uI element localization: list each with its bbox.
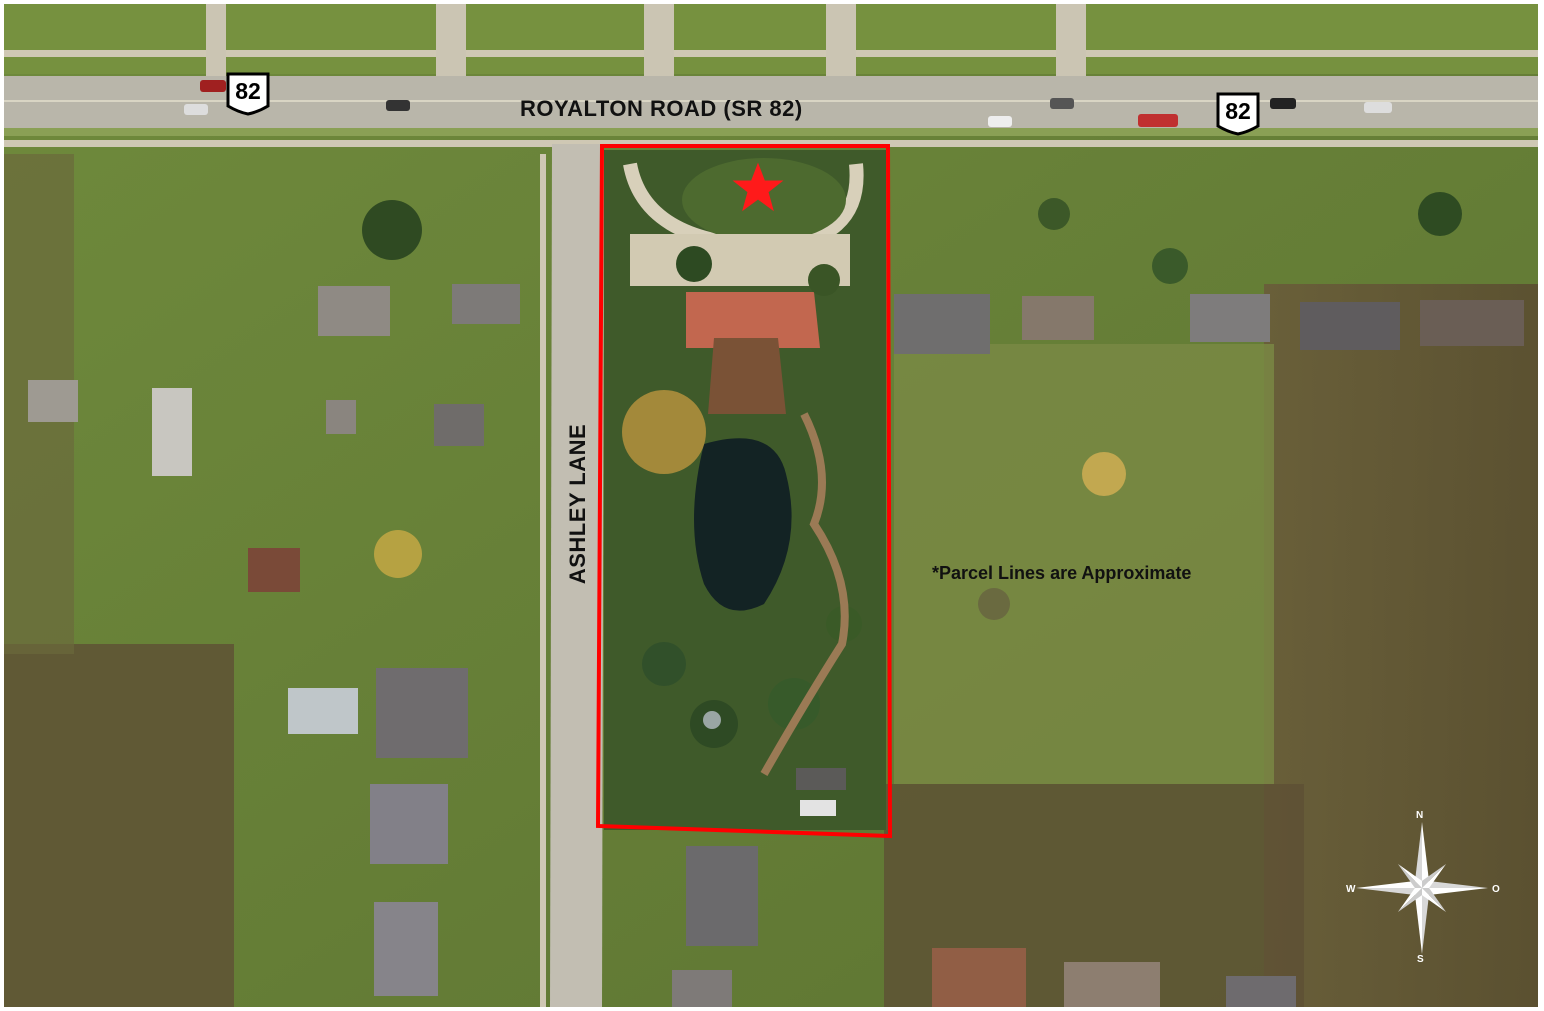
compass-east-label: O	[1492, 884, 1500, 895]
route-number: 82	[235, 78, 261, 104]
compass-west-label: W	[1346, 884, 1356, 895]
road-label-royalton-road: ROYALTON ROAD (SR 82)	[520, 96, 803, 121]
ohio-route-shield-icon	[226, 72, 270, 116]
compass-rose: N S W O	[1334, 804, 1504, 969]
compass-south-label: S	[1417, 954, 1424, 965]
road-label-ashley-lane: ASHLEY LANE	[565, 423, 590, 585]
route-number: 82	[1225, 98, 1251, 124]
compass-rose-icon	[1356, 822, 1488, 954]
ohio-route-shield-icon	[1216, 92, 1260, 136]
compass-north-label: N	[1416, 810, 1424, 821]
parcel-outline	[595, 144, 893, 839]
star-icon[interactable]	[730, 162, 786, 214]
parcel-disclaimer-note: *Parcel Lines are Approximate	[932, 563, 1192, 583]
route-shield-left: 82	[226, 72, 270, 116]
aerial-imagery	[4, 4, 1538, 1007]
aerial-map[interactable]: ROYALTON ROAD (SR 82) ASHLEY LANE 82 82 …	[4, 4, 1538, 1007]
route-shield-right: 82	[1216, 92, 1260, 136]
